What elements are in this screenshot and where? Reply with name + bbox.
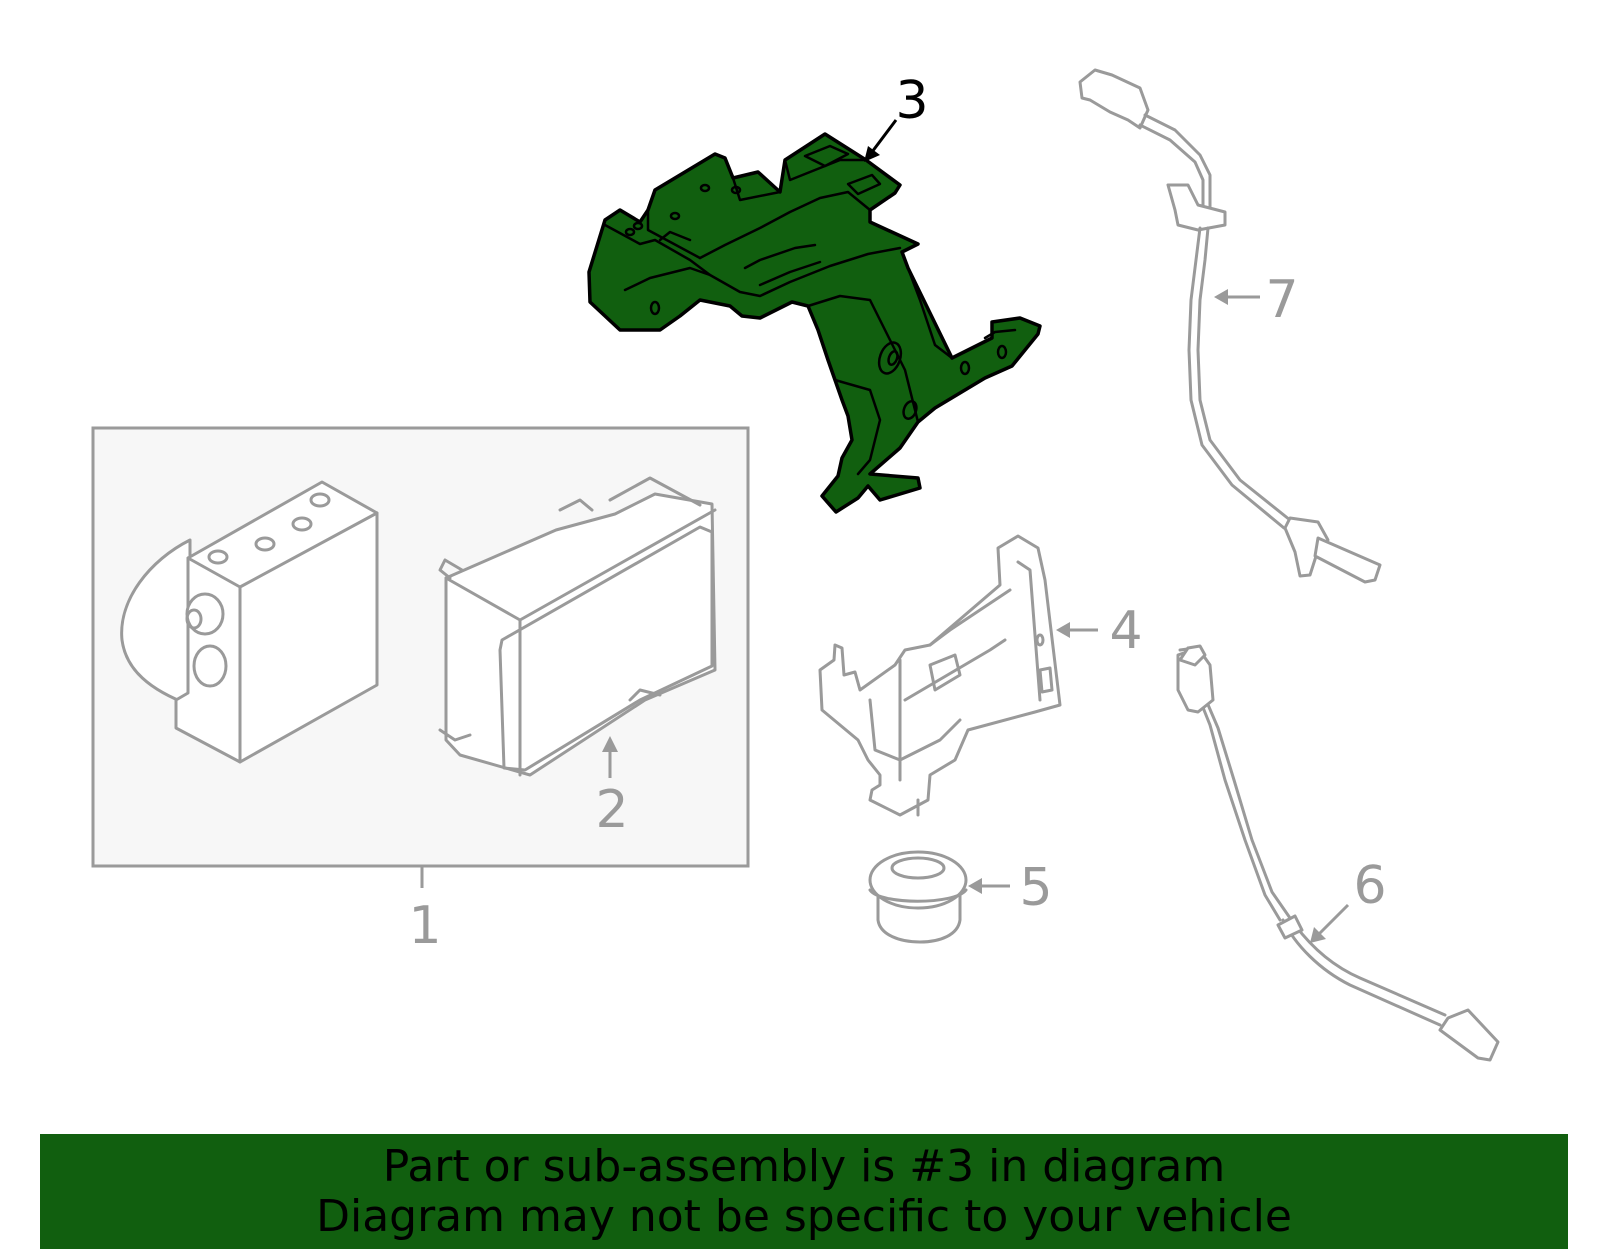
callout-2: 2 (595, 780, 628, 840)
callout-4: 4 (1109, 601, 1142, 661)
callout-1: 1 (408, 896, 441, 956)
callout-6: 6 (1353, 856, 1386, 916)
part-5-grommet[interactable] (868, 850, 968, 944)
abs-hydraulic-unit[interactable] (120, 480, 379, 764)
part-7-wheel-speed-sensor[interactable] (1078, 68, 1382, 584)
info-banner: Part or sub-assembly is #3 in diagram Di… (40, 1134, 1568, 1249)
part-6-wheel-speed-sensor[interactable] (1176, 644, 1500, 1062)
arrow-7 (1214, 289, 1260, 305)
leader-arrows (602, 119, 1350, 943)
banner-line-1: Part or sub-assembly is #3 in diagram (382, 1141, 1226, 1192)
callout-5: 5 (1019, 858, 1052, 918)
abs-control-module[interactable] (438, 476, 717, 777)
arrow-3 (864, 119, 898, 162)
part-3-mounting-bracket[interactable] (587, 132, 1042, 514)
part-4-bracket[interactable] (818, 534, 1062, 817)
arrow-6 (1310, 903, 1350, 943)
arrow-2 (602, 736, 618, 778)
banner-line-2: Diagram may not be specific to your vehi… (316, 1191, 1292, 1242)
arrow-5 (968, 878, 1010, 894)
arrow-4 (1056, 622, 1098, 638)
callout-3: 3 (895, 71, 928, 131)
callout-7: 7 (1265, 270, 1298, 330)
